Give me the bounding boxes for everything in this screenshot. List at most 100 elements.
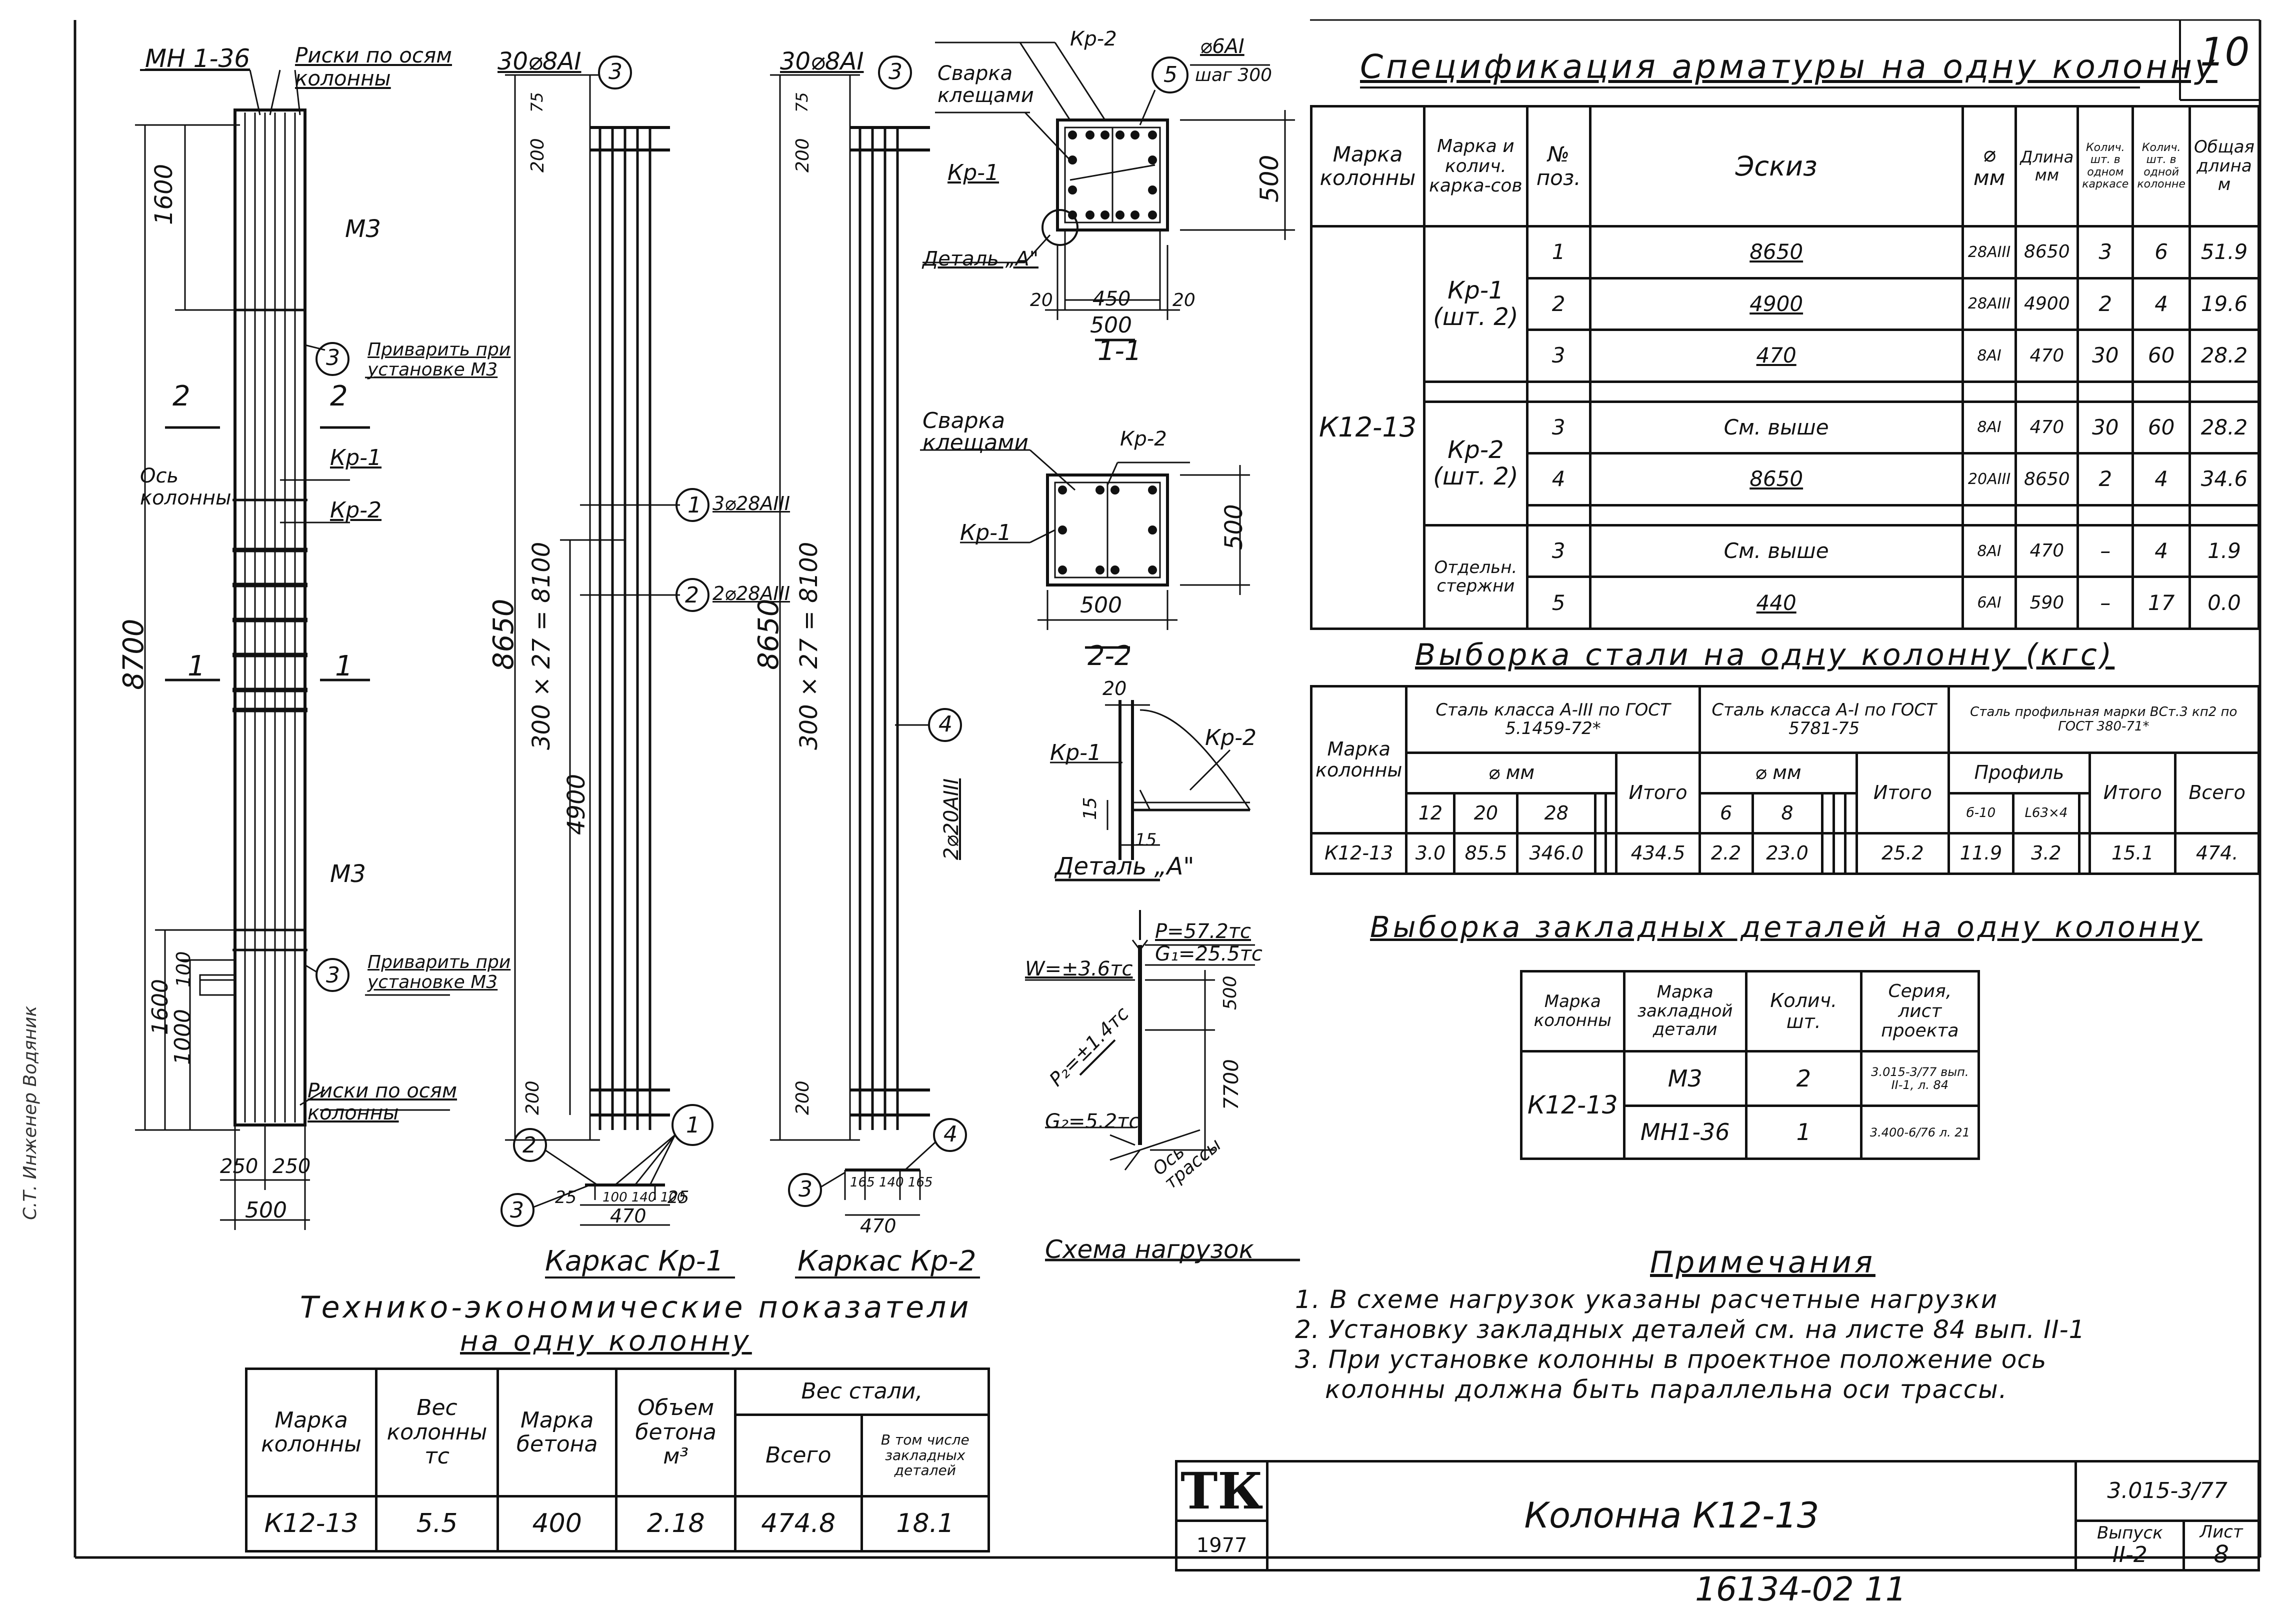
- dim-100: 100: [172, 951, 194, 988]
- sec22-dim-500v: 500: [1220, 504, 1248, 550]
- sec11-step: шаг 300: [1195, 65, 1272, 86]
- steel-table: Марка колонны Сталь класса А-III по ГОСТ…: [1310, 684, 2260, 875]
- section-1-left: 1: [188, 650, 206, 682]
- table-row: 5 440 6АI 590 – 17 0.0: [1312, 576, 2260, 630]
- note-3: 3. При установке колонны в проектное пол…: [1295, 1345, 2047, 1374]
- sec11-dim-20a: 20: [1030, 290, 1053, 310]
- tech-title-2: на одну колонну: [460, 1325, 752, 1358]
- frame2-top-label: 30⌀8АI: [780, 48, 864, 76]
- note-1: 1. В схеме нагрузок указаны расчетные на…: [1295, 1285, 1998, 1314]
- notes-title: Примечания: [1650, 1245, 1876, 1280]
- section-2-left: 2: [172, 380, 190, 412]
- frame1-sec-circle-2: 2: [522, 1132, 536, 1158]
- mark-mn1-36: МН 1-36: [145, 44, 250, 73]
- spec-h-len: Длина мм: [2014, 105, 2080, 228]
- tech-title-1: Технико-экономические показатели: [300, 1290, 972, 1325]
- frame2-dim-200-bottom: 200: [792, 1080, 813, 1115]
- dim-500-elev: 500: [245, 1198, 287, 1223]
- frame1-sec-25a: 25: [555, 1188, 577, 1208]
- spec-group-kr2: Кр-2 (шт. 2): [1423, 400, 1528, 526]
- dim-8700: 8700: [118, 618, 150, 690]
- frame1-title: Каркас Кр-1: [545, 1245, 724, 1278]
- frame1-circle-1: 1: [688, 492, 702, 518]
- spec-h-dia: ⌀ мм: [1961, 105, 2018, 228]
- frame1-dim-200-top: 200: [528, 138, 548, 172]
- m3-top-label: М3: [345, 215, 381, 243]
- sec22-kr2: Кр-2: [1120, 428, 1167, 450]
- frame1-circle-top: 3: [608, 59, 622, 84]
- kr1-label-elevation: Кр-1: [330, 445, 382, 470]
- frame1-dim-8650: 8650: [488, 598, 520, 670]
- spec-h-q1: Колич. шт. в одном каркасе: [2076, 105, 2134, 228]
- embedded-title: Выборка закладных деталей на одну колонн…: [1370, 910, 2202, 944]
- frame2-title: Каркас Кр-2: [798, 1245, 976, 1278]
- detailA-kr1: Кр-1: [1050, 740, 1102, 766]
- risks-top-label: Риски по осям колонны: [295, 43, 452, 91]
- frame2-bar-4-label: 2⌀20АIII: [940, 778, 963, 860]
- spec-group-separate: Отдельн. стержни: [1423, 524, 1528, 630]
- sec11-detail: Деталь „А": [922, 248, 1039, 270]
- frame1-circle-2: 2: [685, 582, 699, 608]
- title-block-series: 3.015-3/77: [2074, 1460, 2260, 1522]
- steel-h-class1: Сталь класса А-I по ГОСТ 5781-75: [1698, 684, 1950, 754]
- steel-h-profile: Сталь профильная марки ВСт.3 кп2 по ГОСТ…: [1947, 684, 2260, 754]
- frame1-sec-470: 470: [610, 1205, 646, 1227]
- table-row: 4 8650 20АIII 8650 2 4 34.6: [1312, 452, 2260, 506]
- dim-1600-bottom: 1600: [148, 979, 173, 1035]
- table-row: Кр-2 (шт. 2) 3 См. выше 8АI 470 30 60 28…: [1312, 400, 2260, 526]
- table-row: 2 4900 28АIII 4900 2 4 19.6: [1312, 276, 2260, 332]
- spec-col-mark: К12-13: [1310, 225, 1426, 630]
- sec11-circle-5: 5: [1164, 62, 1178, 88]
- note-4: колонны должна быть параллельна оси трас…: [1325, 1375, 2008, 1404]
- sec11-kr1: Кр-1: [948, 160, 1000, 186]
- sec22-kr1: Кр-1: [960, 520, 1012, 546]
- loads-g2: G₂=5.2тс: [1045, 1110, 1140, 1133]
- margin-signature: С.Т. Инженер Водяник: [20, 1006, 40, 1220]
- section-1-right: 1: [335, 650, 353, 682]
- steel-h-mark: Марка колонны: [1310, 684, 1408, 835]
- axis-label: Ось колонны: [140, 464, 232, 510]
- table-row: 3 470 8АI 470 30 60 28.2: [1312, 328, 2260, 383]
- spec-h-total: Общая длина м: [2188, 105, 2260, 228]
- frame2-sec-circle-4: 4: [944, 1122, 958, 1147]
- frame1-dim-4900: 4900: [562, 774, 590, 835]
- title-block-issue: Выпуск II-2: [2074, 1519, 2186, 1572]
- frame2-dim-200-top: 200: [792, 138, 813, 172]
- tech-table: Марка колонны Вес колонны тс Марка бетон…: [244, 1367, 990, 1552]
- weld-top-label: Приварить при установке М3: [368, 340, 511, 380]
- sec11-weld: Сварка клещами: [938, 62, 1034, 107]
- embedded-table: Марка колонны Марка закладной детали Кол…: [1520, 970, 1980, 1160]
- spec-title: Спецификация арматуры на одну колонну: [1360, 48, 2218, 86]
- steel-h-class3: Сталь класса А-III по ГОСТ 5.1459-72*: [1405, 684, 1701, 754]
- weld-bottom-label: Приварить при установке М3: [368, 952, 511, 992]
- frame2-circle-top: 3: [888, 59, 902, 84]
- sec22-dim-500h: 500: [1080, 592, 1122, 618]
- frame2-dim-8650: 8650: [752, 598, 785, 670]
- spec-h-sketch: Эскиз: [1588, 105, 1964, 228]
- frame1-dim-200-bottom: 200: [522, 1080, 543, 1115]
- frame2-sec-470: 470: [860, 1215, 896, 1237]
- kr2-label-elevation: Кр-2: [330, 498, 382, 523]
- detailA-dim-20: 20: [1102, 678, 1127, 700]
- table-row: Отдельн. стержни 3 См. выше 8АI 470 – 4 …: [1312, 524, 2260, 630]
- m3-bottom-label: М3: [330, 860, 366, 888]
- sec11-dim-500h: 500: [1090, 312, 1132, 338]
- title-block-logo: ТК: [1174, 1460, 1269, 1522]
- bottom-handwritten: 16134-02 11: [1695, 1570, 1906, 1608]
- frame1-bar-1-label: 3⌀28АIII: [712, 492, 790, 514]
- loads-g1: G₁=25.5тс: [1155, 942, 1262, 966]
- spec-h-q2: Колич. шт. в одной колонне: [2132, 105, 2191, 228]
- frame1-bar-2-label: 2⌀28АIII: [712, 582, 790, 604]
- frame2-circle-4: 4: [938, 712, 952, 737]
- risks-bottom-label: Риски по осям колонны: [308, 1080, 458, 1124]
- title-block: ТК Колонна К12-13 3.015-3/77 1977 Выпуск…: [1174, 1460, 2260, 1572]
- loads-dim-7700: 7700: [1220, 1059, 1243, 1110]
- dim-250-b: 250: [272, 1155, 311, 1178]
- sec11-stirrup: ⌀6АI: [1200, 35, 1244, 58]
- spec-h-pos: № поз.: [1526, 105, 1592, 228]
- table-row: К12-13 М3 2 3.015-3/77 вып. II-1, л. 84: [1520, 1050, 1980, 1160]
- detailA-title: Деталь „А": [1055, 852, 1194, 880]
- frame2-sec-circle-3: 3: [798, 1176, 812, 1202]
- table-row: МН1-36 1 3.400-6/76 л. 21: [1522, 1104, 1980, 1160]
